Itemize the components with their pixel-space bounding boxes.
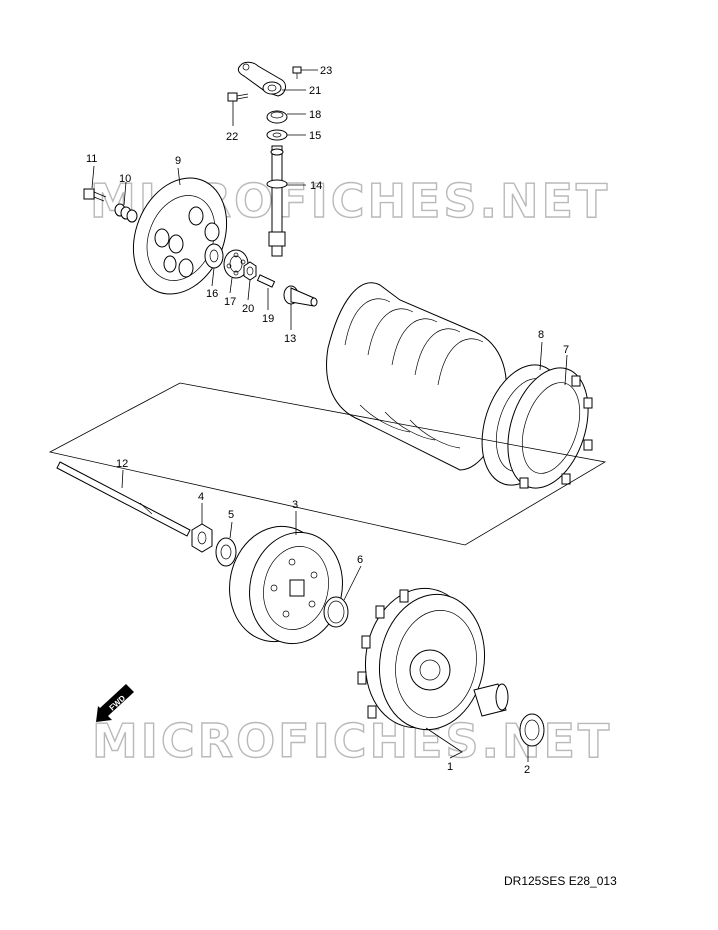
part-label: 6	[357, 554, 363, 566]
thrust-washer-2	[519, 713, 545, 747]
part-label: 11	[86, 153, 97, 165]
release-arm	[237, 61, 286, 97]
bolt-11	[83, 188, 107, 202]
clutch-plate-stack	[326, 282, 507, 471]
part-label: 18	[309, 109, 321, 121]
clutch-housing-1	[357, 587, 486, 731]
part-label: 8	[538, 329, 544, 341]
part-label: 16	[206, 288, 218, 300]
spring-10	[114, 203, 138, 223]
bolt-22	[227, 92, 249, 102]
nut-4	[191, 523, 213, 553]
washer-16	[204, 243, 224, 269]
bearing-17	[223, 249, 249, 279]
part-label: 4	[198, 491, 204, 503]
part-label: 12	[116, 458, 128, 470]
part-label: 13	[284, 333, 296, 345]
section-frame	[48, 382, 607, 546]
part-label: 22	[226, 131, 238, 143]
part-label: 10	[119, 173, 131, 185]
push-rod-12	[56, 461, 191, 537]
pressure-plate-9	[132, 177, 228, 295]
part-label: 15	[309, 130, 321, 142]
part-label: 2	[524, 764, 530, 776]
part-label: 7	[563, 344, 569, 356]
nut-20	[243, 261, 257, 281]
part-label: 20	[242, 303, 254, 315]
part-label: 23	[320, 65, 332, 77]
part-label: 9	[175, 155, 181, 167]
release-shaft-14	[266, 145, 288, 257]
diagram-code: DR125SES E28_013	[504, 874, 617, 888]
part-label: 14	[310, 180, 322, 192]
push-piece-13	[283, 285, 318, 307]
part-label: 21	[309, 85, 321, 97]
washer-5	[215, 537, 237, 567]
part-label: 5	[228, 509, 234, 521]
part-label: 17	[224, 296, 236, 308]
part-labels: 23 21 22 18 15 14 11 10 9 16 17 20 19 13…	[86, 65, 569, 776]
clutch-plate-7	[507, 367, 593, 489]
spacer-bushing	[473, 683, 509, 717]
leader-lines	[91, 69, 568, 762]
stud-19	[256, 274, 276, 288]
part-label: 1	[447, 761, 453, 773]
sleeve-hub-3	[229, 525, 343, 645]
part-label: 19	[262, 313, 274, 325]
screw-23	[292, 66, 302, 79]
cap-18	[266, 110, 288, 124]
part-label: 3	[292, 499, 298, 511]
washer-15	[266, 129, 288, 141]
thrust-washer-6	[323, 596, 349, 628]
